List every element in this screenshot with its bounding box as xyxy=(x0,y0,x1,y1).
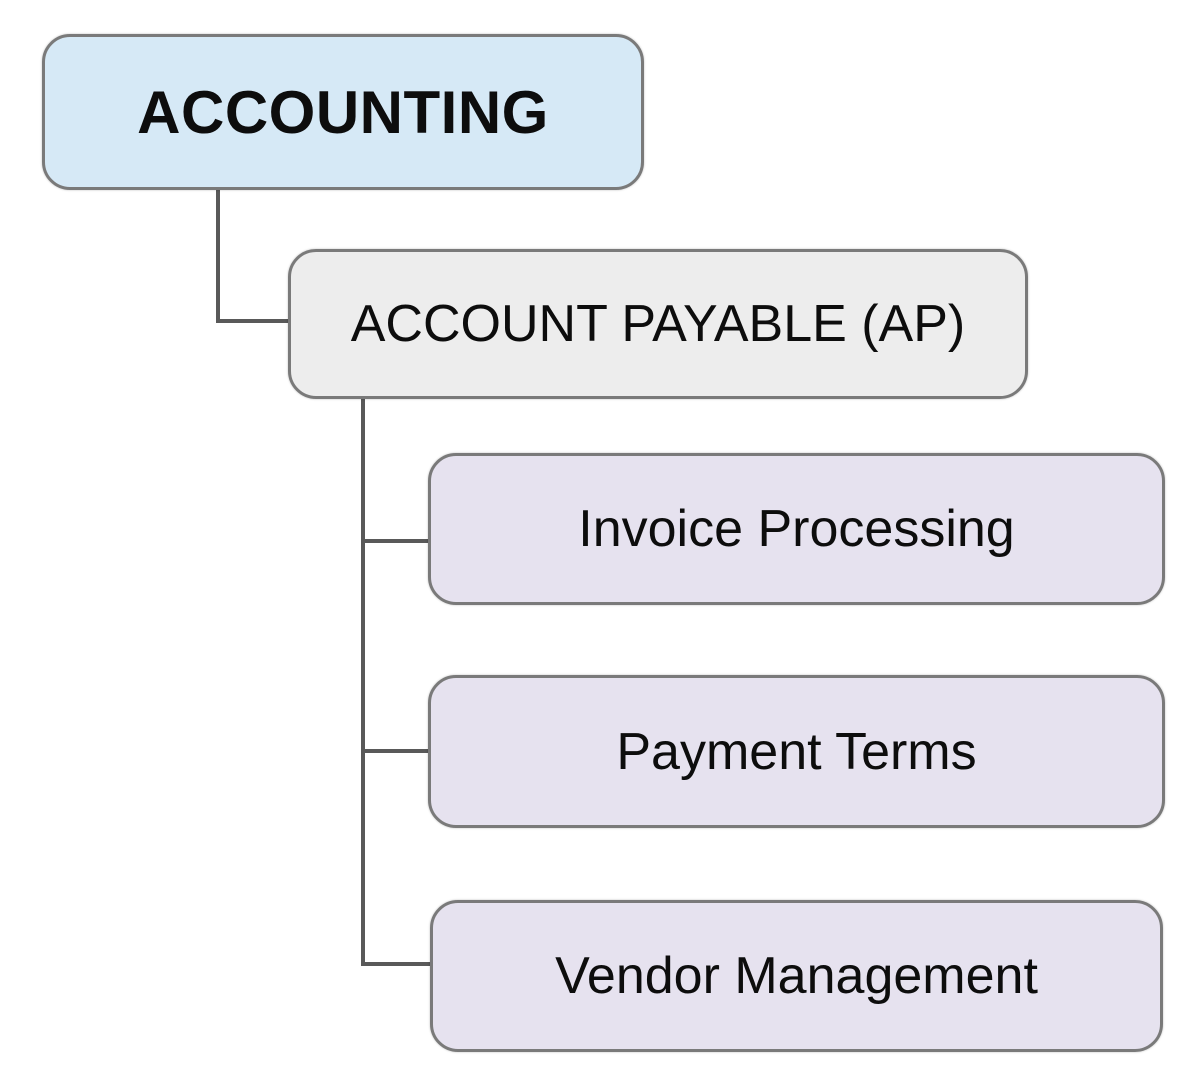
node-accounting: ACCOUNTING xyxy=(42,34,644,190)
node-accounting-label: ACCOUNTING xyxy=(137,78,549,146)
connector-branch-trunk-vertical xyxy=(361,398,365,966)
node-account-payable: ACCOUNT PAYABLE (AP) xyxy=(288,249,1028,399)
node-vendor-management: Vendor Management xyxy=(430,900,1163,1052)
connector-stub-payment-terms xyxy=(361,749,430,753)
connector-stub-invoice-processing xyxy=(361,539,430,543)
connector-root-to-branch-horizontal xyxy=(216,319,290,323)
node-invoice-processing: Invoice Processing xyxy=(428,453,1165,605)
node-invoice-processing-label: Invoice Processing xyxy=(578,500,1015,558)
node-vendor-management-label: Vendor Management xyxy=(555,947,1038,1005)
node-payment-terms: Payment Terms xyxy=(428,675,1165,828)
node-account-payable-label: ACCOUNT PAYABLE (AP) xyxy=(350,295,966,353)
node-payment-terms-label: Payment Terms xyxy=(616,722,977,781)
connector-stub-vendor-management xyxy=(361,962,432,966)
connector-root-to-branch-vertical xyxy=(216,189,220,323)
